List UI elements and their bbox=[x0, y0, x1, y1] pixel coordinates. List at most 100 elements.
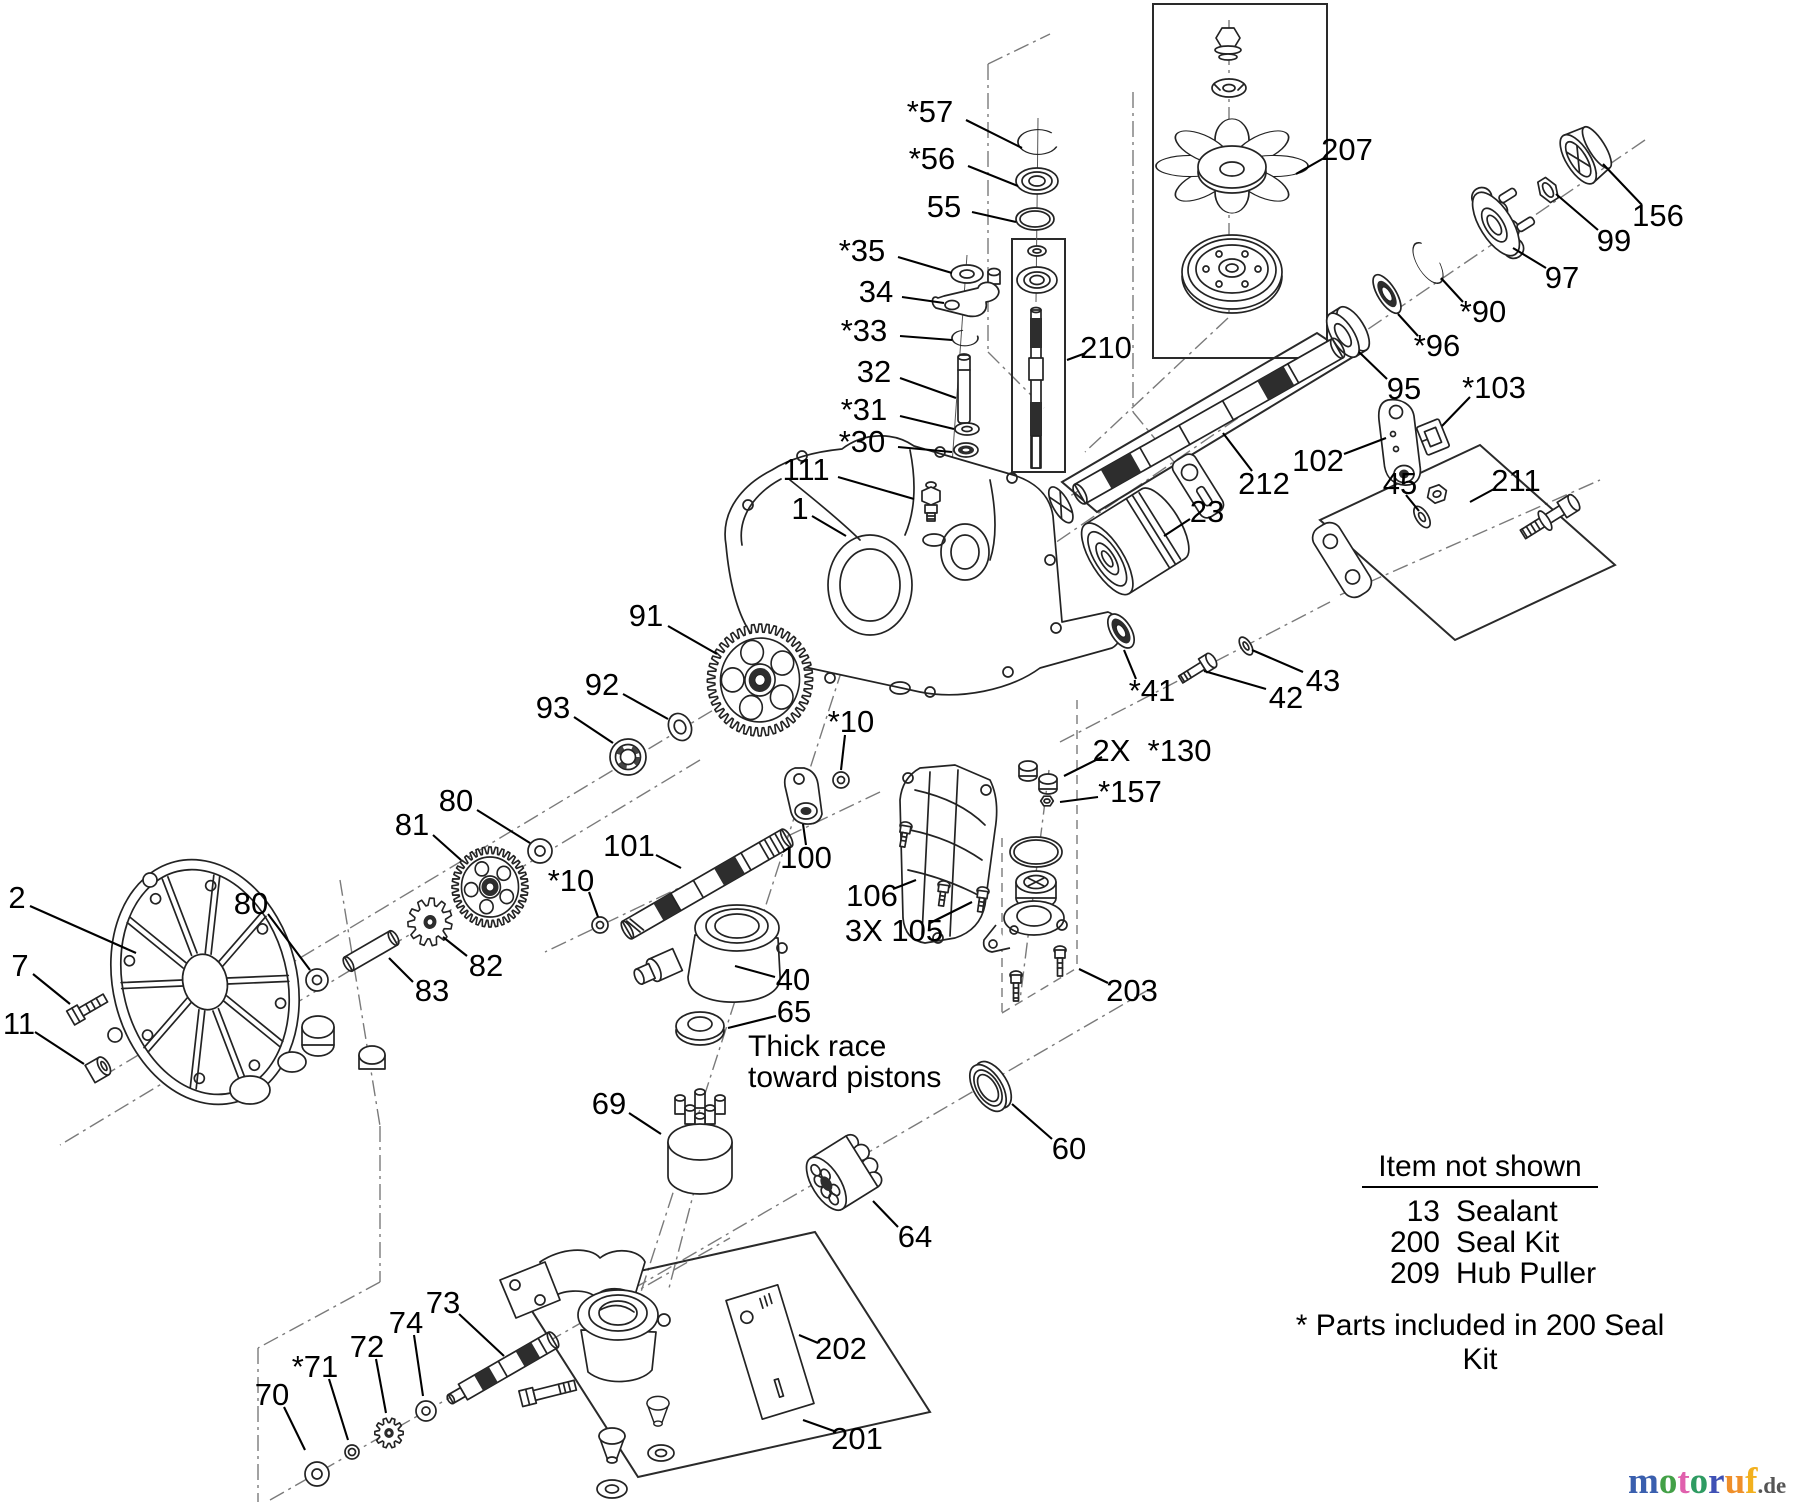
part-washer-43 bbox=[1238, 636, 1254, 656]
part-clip-103 bbox=[1416, 418, 1450, 456]
leader-line bbox=[655, 854, 682, 869]
leader-line bbox=[458, 1313, 505, 1357]
box-210 bbox=[1011, 238, 1066, 473]
part-snap-ring-57 bbox=[1017, 129, 1059, 155]
leader-line bbox=[802, 1419, 835, 1432]
part-callout: 207 bbox=[1321, 132, 1373, 167]
part-callout: *96 bbox=[1413, 328, 1461, 363]
leader-line bbox=[283, 1406, 306, 1451]
leader-line bbox=[897, 445, 953, 454]
part-callout: 211 bbox=[1491, 463, 1541, 498]
part-callout: 34 bbox=[858, 274, 894, 309]
part-valve-a bbox=[301, 1015, 335, 1057]
part-washer-80b bbox=[305, 968, 329, 992]
leader-line bbox=[412, 1334, 425, 1397]
part-arm-100 bbox=[783, 767, 823, 825]
part-input-shaft-210 bbox=[1028, 306, 1044, 469]
watermark-letter: o bbox=[1658, 1461, 1678, 1502]
part-callout: 93 bbox=[535, 690, 571, 725]
legend-footnote: * Parts included in 200 Seal Kit bbox=[1295, 1309, 1665, 1376]
watermark-letter: r bbox=[1708, 1461, 1725, 1502]
part-valve-cone-b bbox=[646, 1395, 670, 1427]
part-callout: 82 bbox=[468, 948, 504, 983]
part-snap-ring-90 bbox=[1412, 241, 1444, 285]
part-callout: 70 bbox=[254, 1377, 290, 1412]
part-callout: 210 bbox=[1080, 330, 1132, 365]
part-callout: 73 bbox=[425, 1285, 461, 1320]
leader-line bbox=[901, 295, 945, 305]
part-bearing-cup-156 bbox=[1559, 125, 1613, 185]
part-callout: 11 bbox=[2, 1006, 36, 1041]
part-callout: 3X 105 bbox=[844, 913, 944, 948]
part-callout: 42 bbox=[1268, 680, 1304, 715]
part-callout: *10 bbox=[547, 863, 595, 898]
part-arm-102 bbox=[1377, 398, 1422, 486]
leader-line bbox=[1441, 396, 1471, 427]
part-callout: 2X *130 bbox=[1092, 733, 1212, 768]
part-retainer-fan bbox=[1211, 78, 1247, 98]
part-pulley bbox=[1181, 234, 1283, 314]
part-screw-203a bbox=[1009, 970, 1023, 1002]
part-oring-203 bbox=[1009, 836, 1063, 868]
part-callout: *157 bbox=[1098, 774, 1162, 809]
part-washer-74 bbox=[415, 1400, 437, 1422]
part-callout: 102 bbox=[1292, 443, 1344, 478]
part-callout: 111 bbox=[782, 452, 830, 487]
part-callout: *41 bbox=[1128, 673, 1176, 708]
leader-line bbox=[1512, 247, 1547, 269]
part-washer-45 bbox=[1413, 505, 1431, 529]
part-snap-ring-33 bbox=[951, 329, 979, 347]
part-callout: 106 bbox=[846, 878, 898, 913]
part-filter-23 bbox=[1080, 487, 1190, 596]
leader-line bbox=[1123, 649, 1137, 680]
box-211 bbox=[1318, 443, 1617, 642]
part-oring-71 bbox=[344, 1444, 360, 1460]
leader-line bbox=[1078, 968, 1109, 984]
part-gear-81 bbox=[451, 846, 529, 928]
leader-line bbox=[1011, 1103, 1053, 1140]
leader-line bbox=[1343, 437, 1387, 455]
leader-line bbox=[965, 119, 1023, 149]
part-washer-35 bbox=[950, 264, 984, 284]
part-callout: 74 bbox=[388, 1305, 424, 1340]
note-thick-race: Thick race toward pistons bbox=[748, 1031, 941, 1093]
part-nut-fan bbox=[1214, 27, 1242, 61]
part-callout: 45 bbox=[1382, 466, 1418, 501]
part-screw-105c bbox=[976, 886, 990, 913]
leader-line bbox=[837, 475, 915, 501]
part-pinion-72 bbox=[374, 1417, 404, 1449]
part-washer-80a bbox=[527, 838, 553, 864]
leader-line bbox=[588, 891, 599, 918]
leader-line bbox=[1295, 157, 1325, 175]
part-washer-70 bbox=[304, 1461, 330, 1487]
leader-line bbox=[971, 210, 1017, 224]
legend-item-number: 209 bbox=[1389, 1257, 1440, 1290]
leader-line bbox=[1405, 494, 1420, 512]
part-callout: 83 bbox=[414, 973, 450, 1008]
leader-line bbox=[1203, 669, 1267, 691]
part-callout: 92 bbox=[584, 667, 620, 702]
part-axle-212 bbox=[1047, 337, 1346, 524]
leader-line bbox=[267, 913, 311, 971]
part-callout: 55 bbox=[926, 189, 962, 224]
leader-line bbox=[727, 1014, 777, 1030]
part-seal-96 bbox=[1372, 273, 1402, 315]
leader-line bbox=[1066, 352, 1087, 361]
leader-line bbox=[1163, 518, 1191, 537]
part-pinion-82 bbox=[407, 897, 453, 947]
part-callout: 203 bbox=[1106, 973, 1158, 1008]
part-callout: *33 bbox=[840, 313, 888, 348]
part-nut-157 bbox=[1039, 795, 1055, 807]
part-fan bbox=[1155, 118, 1309, 214]
leader-line bbox=[1251, 649, 1304, 673]
part-thrust-washer-65 bbox=[675, 1011, 725, 1046]
note-line-2: toward pistons bbox=[748, 1061, 942, 1094]
part-callout: *31 bbox=[840, 392, 888, 427]
watermark-letter: m bbox=[1628, 1461, 1659, 1502]
part-shaft-83 bbox=[342, 929, 400, 973]
watermark-letter: u bbox=[1724, 1461, 1746, 1502]
part-bolt-7 bbox=[65, 993, 109, 1026]
leader-line bbox=[1469, 488, 1495, 503]
